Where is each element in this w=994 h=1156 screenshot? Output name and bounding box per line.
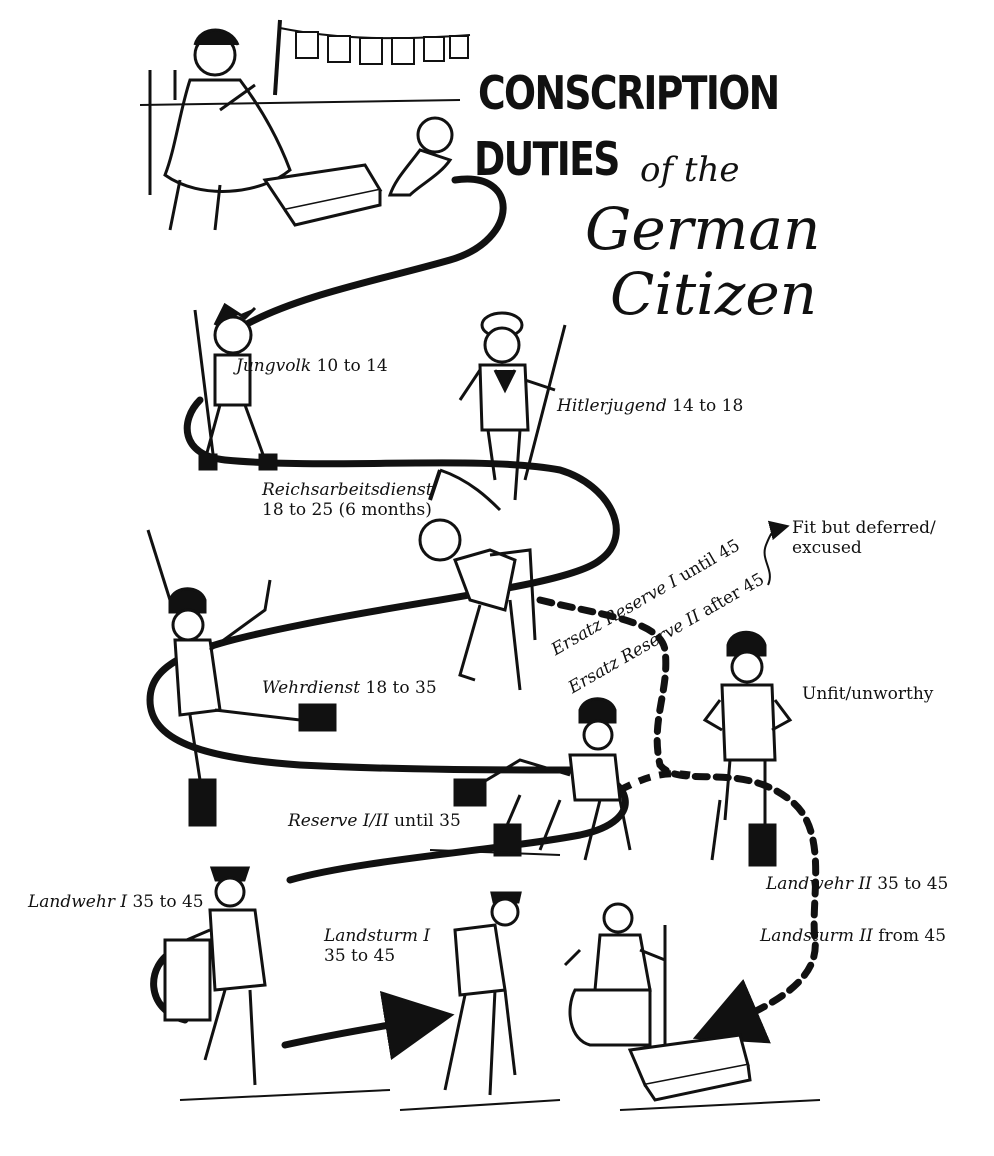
old-woman-seated-figure [563,902,667,1060]
label-landsturm-1: Landsturm I 35 to 45 [324,926,431,966]
title-script-of-the: of the [640,150,740,190]
title-script-german: German [585,195,821,263]
ground-lines [139,99,821,1111]
mother-knitting-figure [148,28,292,231]
dashed-branch [618,770,691,794]
label-landwehr-1: Landwehr I 35 to 45 [28,892,204,912]
baby-crawling-figure [387,116,454,197]
label-reserve: Reserve I/II until 35 [288,811,461,831]
label-landsturm-2: Landsturm II from 45 [760,926,947,946]
main-life-path [241,175,507,329]
cradle-bottom [627,1033,752,1102]
title-script-citizen: Citizen [610,260,818,328]
cradle-top [262,163,383,227]
label-fit-deferred: Fit but deferred/ excused [792,518,936,558]
jungvolk-boy-figure [193,302,278,471]
flag-banner-group [273,19,471,96]
landwehr-man-figure [163,866,267,1086]
worker-pickaxe-figure [418,468,537,691]
label-unfit: Unfit/unworthy [802,684,934,704]
label-jungvolk: Jungvolk 10 to 14 [236,356,388,376]
label-wehrdienst: Wehrdienst 18 to 35 [262,678,437,698]
title-line-2: DUTIES [474,132,620,186]
title-line-1: CONSCRIPTION [478,66,780,120]
label-landwehr-2: Landwehr II 35 to 45 [766,874,949,894]
deferred-arrow [763,520,790,586]
hitlerjugend-boy-figure [458,311,567,501]
reserve-seated-soldier-figure [453,697,632,861]
unfit-soldier-figure [702,630,793,867]
label-hitlerjugend: Hitlerjugend 14 to 18 [557,396,744,416]
wehrdienst-soldier-figure [146,529,337,827]
dashed-deferred-path [536,596,820,1044]
landsturm-old-man-figure [443,891,522,1096]
path-arrow-landsturm [281,990,455,1061]
label-reichsarbeitsdienst: Reichsarbeitsdienst 18 to 25 (6 months) [262,480,433,520]
